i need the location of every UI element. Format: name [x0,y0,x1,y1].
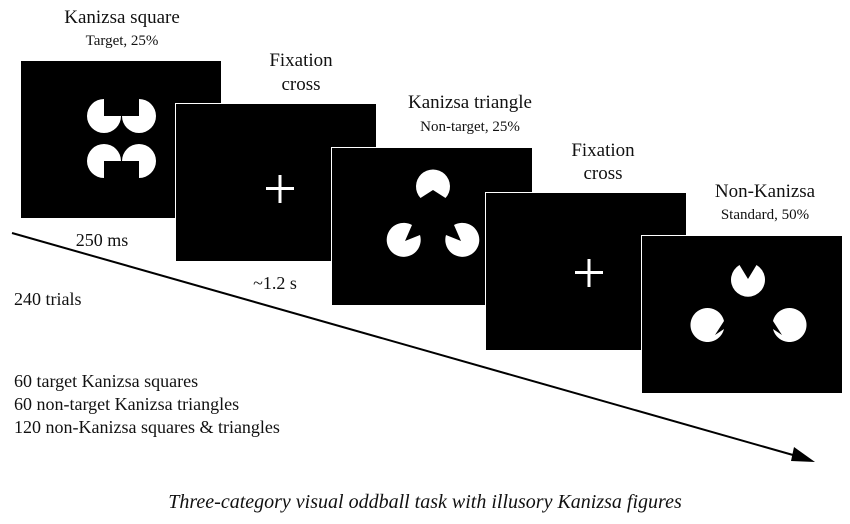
kanizsa-square-title: Kanizsa square [64,7,180,28]
pacman-top-left [87,99,121,133]
pacman-bottom-left [386,222,421,257]
timeline-arrow-head [791,447,815,462]
pacman-top [731,265,765,297]
count-target: 60 target Kanizsa squares [14,371,199,391]
fixation-2-title-line2: cross [583,163,623,184]
non-kanizsa-title: Non-Kanizsa [714,181,816,202]
non-kanizsa-figure [690,265,807,342]
timeline-arrow-line [11,232,801,458]
kanizsa-triangle-subtitle: Non-target, 25% [420,119,520,135]
fixation-cross-v [587,259,591,287]
pacman-bottom-right [773,308,807,342]
fixation-1-duration: ~1.2 s [253,273,297,293]
kanizsa-square-figure [87,99,156,178]
fixation-1-title-line2: cross [281,74,321,95]
count-nontarget: 60 non-target Kanizsa triangles [14,394,240,414]
fixation-cross-icon [575,259,603,287]
kanizsa-square-subtitle: Target, 25% [85,33,159,49]
pacman-bottom-left [690,308,724,342]
figure-caption: Three-category visual oddball task with … [168,491,682,513]
non-kanizsa-panel [641,235,843,394]
kanizsa-triangle-figure [386,169,480,257]
non-kanizsa-subtitle: Standard, 50% [720,207,810,223]
fixation-1-title-line1: Fixation [269,50,333,71]
trials-count: 240 trials [14,289,82,309]
pacman-bottom-right [445,222,480,257]
pacman-top-right [122,99,156,133]
fixation-cross-v [278,175,282,203]
fixation-2-title-line1: Fixation [571,140,635,161]
pacman-bottom-left [87,144,121,178]
pacman-bottom-right [122,144,156,178]
kanizsa-triangle-title: Kanizsa triangle [408,92,532,113]
fixation-cross-icon [266,175,294,203]
kanizsa-square-duration: 250 ms [75,230,129,250]
count-standard: 120 non-Kanizsa squares & triangles [14,417,280,437]
pacman-top [416,169,450,198]
